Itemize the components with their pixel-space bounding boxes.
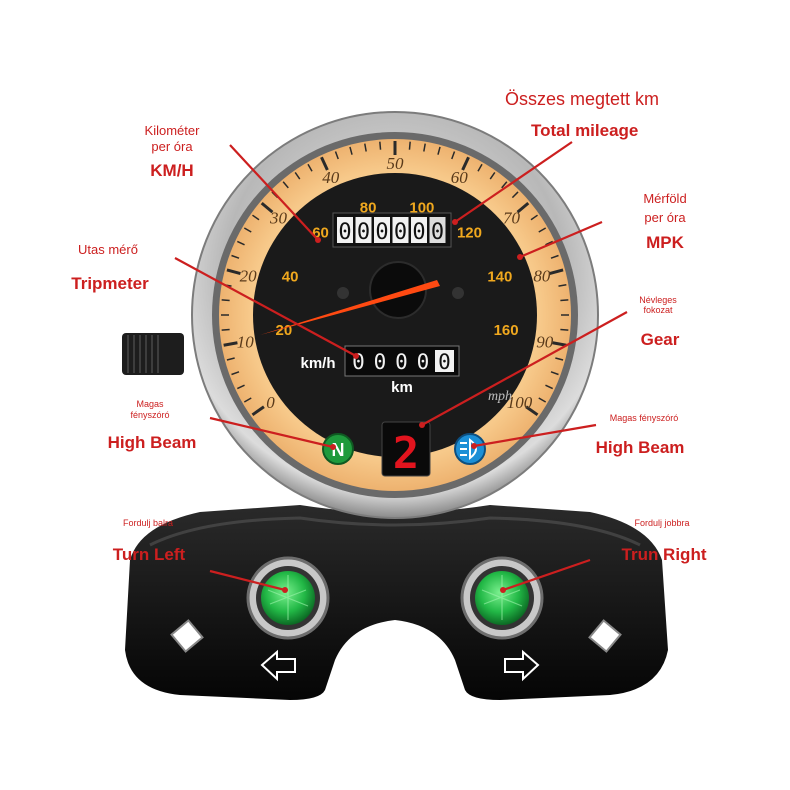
kmh-tick-label: 40 [282,269,299,286]
mounting-bracket [125,505,668,700]
speed-needle [260,280,440,335]
mph-tick-label: 80 [533,267,551,286]
odometer-digit: 0 [338,220,351,245]
mph-scale: 0 10 20 30 40 50 60 70 80 90 100 [237,154,554,412]
mph-tick-label: 100 [507,393,533,412]
turn-left-light [246,556,330,640]
kmh-tick-label: 120 [457,224,482,241]
mount-hole-right [588,619,622,653]
turn-right-en-label: Trun Right [621,545,707,564]
dial-ticks [221,141,569,417]
total-mileage-hu-label: Összes megtett km [505,89,660,109]
mph-tick-label: 50 [387,154,405,173]
unit-mph: mph [488,389,512,404]
gear-display: 2 [381,421,431,479]
arrow-right-icon [504,649,540,682]
tripmeter-digit: 0 [352,350,365,374]
high-beam-left-hu-label-1: Magas [136,399,164,409]
odometer-digit: 0 [431,220,444,245]
turn-right-light [460,556,544,640]
high-beam-left-en-label: High Beam [107,433,197,452]
kmh-tick-label: 80 [360,199,377,216]
odometer-digit: 0 [394,220,407,245]
turn-right-hu-label: Fordulj jobbra [634,518,690,528]
svg-text:2: 2 [393,428,420,479]
tripmeter-digit: 0 [374,350,387,374]
mount-hole-left [170,619,204,653]
odometer-digit: 0 [375,220,388,245]
kmh-en-label: KM/H [150,161,194,180]
mph-tick-label: 90 [536,332,554,351]
mph-tick-label: 20 [240,267,258,286]
mph-tick-label: 60 [451,168,469,187]
tripmeter-hu-label: Utas mérő [78,242,138,257]
mph-hu-label-1: Mérföld [643,191,687,206]
unit-km: km [391,379,413,396]
mph-tick-label: 30 [269,208,288,227]
mph-en-label: MPK [646,233,684,252]
mph-tick-label: 70 [503,208,521,227]
leader-lines [174,141,628,592]
kmh-tick-label: 100 [409,199,434,216]
turn-left-en-label: Turn Left [112,545,186,564]
arrow-left-icon [260,649,296,682]
high-beam-right-hu-label: Magas fényszóró [609,413,679,423]
kmh-hu-label-1: Kilométer [144,123,200,138]
odometer-digit: 0 [412,220,425,245]
gear-hu-label-1: Névleges [639,295,677,305]
gear-en-label: Gear [640,330,680,349]
high-beam-left-hu-label-2: fényszóró [130,410,170,420]
high-beam-icon [460,437,477,461]
high-beam-light [454,433,486,465]
turn-left-hu-label: Fordulj balra [122,518,174,528]
tripmeter-digit: 0 [438,350,451,374]
odometer-digit: 0 [357,220,370,245]
tripmeter-digit: 0 [395,350,408,374]
gear-hu-label-2: fokozat [643,305,673,315]
mph-hu-label-2: per óra [644,210,686,225]
tripmeter-digit: 0 [417,350,430,374]
mph-tick-label: 40 [322,168,340,187]
tripmeter-en-label: Tripmeter [71,274,149,293]
kmh-tick-label: 140 [487,269,512,286]
unit-kmh: km/h [300,355,335,372]
mph-tick-label: 10 [237,332,255,351]
kmh-tick-label: 160 [494,322,519,339]
needle-hub [369,261,427,319]
high-beam-right-en-label: High Beam [595,438,685,457]
kmh-tick-label: 20 [276,322,293,339]
total-mileage-en-label: Total mileage [531,121,639,140]
leader-dots [282,219,523,593]
svg-text:N: N [332,440,345,460]
mph-tick-label: 0 [266,393,275,412]
neutral-light: N [322,433,354,465]
kmh-hu-label-2: per óra [151,139,193,154]
